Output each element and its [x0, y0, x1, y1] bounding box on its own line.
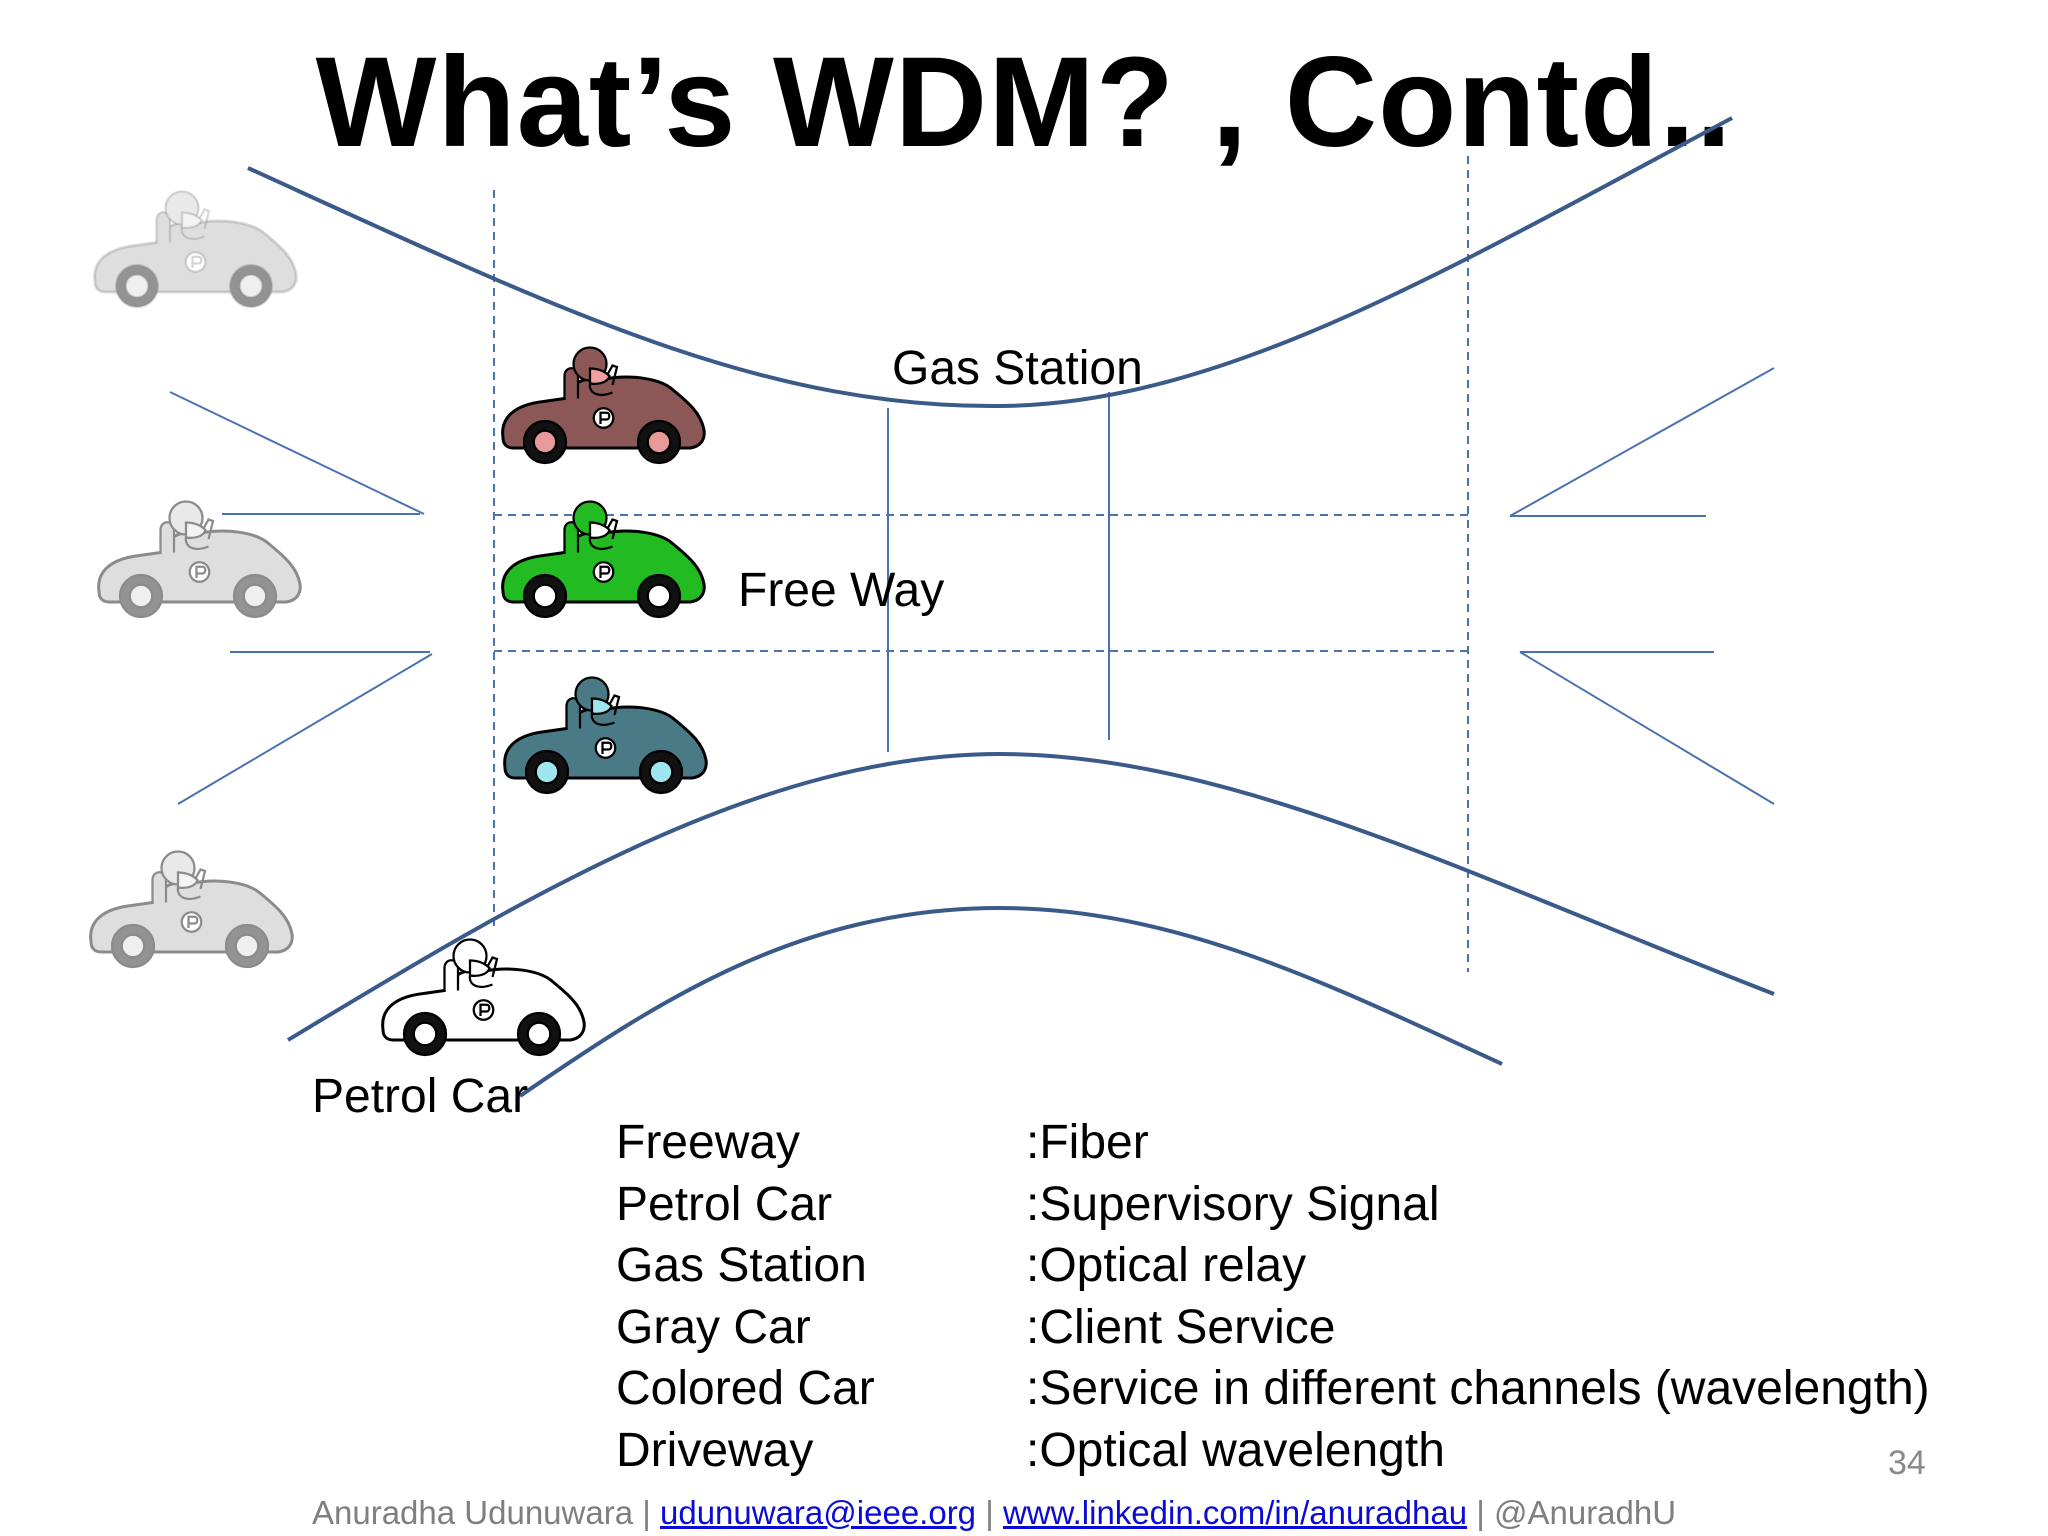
legend-meaning: Fiber — [1039, 1116, 1149, 1169]
car-maroon-shape — [501, 346, 706, 465]
petrol-car-shape — [381, 938, 586, 1057]
gray-car-client-3 — [89, 850, 294, 969]
gas-station-label: Gas Station — [892, 342, 1143, 395]
car-teal — [503, 676, 708, 795]
legend-row-petrol-car: Petrol Car: Supervisory Signal — [616, 1174, 1930, 1236]
gray-car-client-1 — [93, 190, 298, 309]
footer-linkedin-link[interactable]: www.linkedin.com/in/anuradhau — [1002, 1494, 1468, 1531]
legend-term: Gray Car — [616, 1300, 811, 1354]
legend-meaning: Service in different channels (wavelengt… — [1039, 1362, 1930, 1415]
legend-term: Petrol Car — [616, 1177, 833, 1231]
legend-meaning: Supervisory Signal — [1039, 1177, 1440, 1231]
legend-row-colored-car: Colored Car: Service in different channe… — [616, 1358, 1930, 1420]
gray-car-client-2-shape — [97, 500, 302, 619]
petrol-car-label: Petrol Car — [312, 1070, 529, 1123]
car-teal-shape — [503, 676, 708, 795]
gray-car-client-1-shape — [93, 190, 298, 309]
footer-email-link[interactable]: udunuwara@ieee.org — [659, 1494, 977, 1531]
car-maroon — [501, 346, 706, 465]
legend-meaning: Client Service — [1039, 1300, 1336, 1354]
legend-term: Freeway — [616, 1116, 801, 1169]
legend-list: Freeway: Fiber Petrol Car: Supervisory S… — [616, 1112, 1930, 1481]
multiplexer-lines — [169, 367, 1775, 805]
legend-row-gray-car: Gray Car: Client Service — [616, 1297, 1930, 1359]
legend-meaning: Optical wavelength — [1039, 1423, 1445, 1477]
legend-row-driveway: Driveway: Optical wavelength — [616, 1420, 1930, 1482]
lane-guides — [493, 156, 1469, 972]
footer-author: Anuradha Udunuwara | — [312, 1494, 651, 1531]
legend-term: Colored Car — [616, 1362, 875, 1415]
page-number: 34 — [1888, 1444, 1926, 1482]
petrol-car — [381, 938, 586, 1057]
slide-title: What’s WDM? , Contd.. — [315, 31, 1733, 174]
gas-station-pillars — [887, 392, 1110, 752]
legend-row-gas-station: Gas Station: Optical relay — [616, 1235, 1930, 1297]
legend-term: Gas Station — [616, 1239, 867, 1292]
legend-term: Driveway — [616, 1423, 814, 1477]
freeway-road — [247, 116, 1775, 1098]
gray-car-client-3-shape — [89, 850, 294, 969]
gray-car-client-2 — [97, 500, 302, 619]
legend-row-freeway: Freeway: Fiber — [616, 1112, 1930, 1174]
car-green — [501, 500, 706, 619]
footer: Anuradha Udunuwara | udunuwara@ieee.org … — [312, 1494, 1676, 1532]
car-green-shape — [501, 500, 706, 619]
footer-separator: | — [985, 1494, 994, 1531]
legend-meaning: Optical relay — [1039, 1239, 1307, 1292]
free-way-label: Free Way — [738, 564, 945, 617]
footer-twitter: | @AnuradhU — [1476, 1494, 1677, 1531]
